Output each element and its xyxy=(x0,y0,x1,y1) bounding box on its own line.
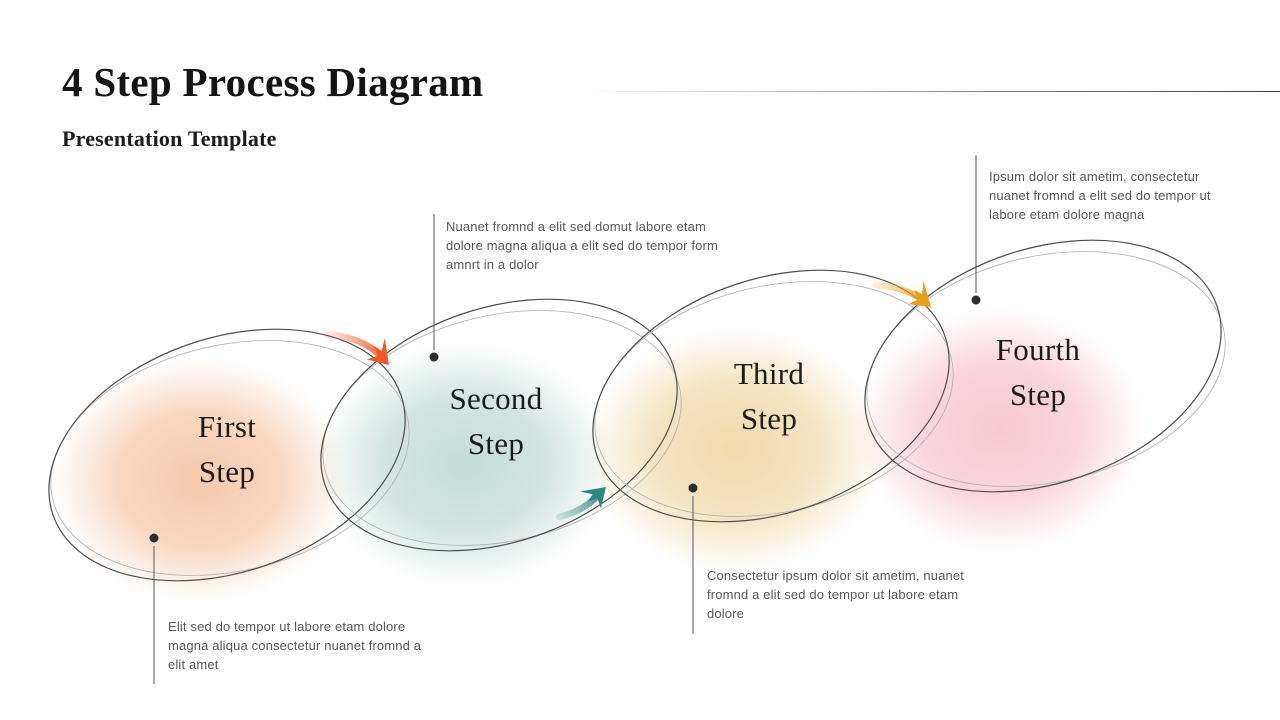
step-2-ellipse xyxy=(320,298,682,552)
step-3-title-line2: Step xyxy=(740,401,798,436)
step-1-title: First Step xyxy=(127,404,327,494)
step-color-blobs xyxy=(52,308,1145,602)
arrow-head-icon xyxy=(908,280,931,307)
arrow-step2-to-step3 xyxy=(555,487,606,521)
header-divider-line xyxy=(597,91,1280,92)
callout-connectors xyxy=(149,155,981,684)
arrow-step3-to-step4 xyxy=(871,280,931,307)
step-1-ellipse xyxy=(48,328,410,582)
step-1-title-line2: Step xyxy=(198,454,256,489)
step-3-blob xyxy=(585,328,885,572)
step-2-note: Nuanet fromnd a elit sed domut labore et… xyxy=(446,219,718,272)
arrow-head-icon xyxy=(366,337,389,365)
step-3-title-line1: Third xyxy=(733,356,805,391)
step-2-title: Second Step xyxy=(396,376,596,466)
step-2-title-line2: Step xyxy=(467,426,525,461)
step-4-ellipse xyxy=(864,239,1226,493)
step-1-title-line1: First xyxy=(197,409,257,444)
step-1-note: Elit sed do tempor ut labore etam dolore… xyxy=(168,619,422,672)
step-3-note: Consectetur ipsum dolor sit ametim, nuan… xyxy=(707,568,965,621)
page-subtitle: Presentation Template xyxy=(62,126,277,151)
arrow-head-icon xyxy=(579,487,606,509)
page-title: 4 Step Process Diagram xyxy=(62,59,484,105)
step-2-blob xyxy=(315,343,615,587)
step-4-title-line2: Step xyxy=(1009,377,1067,412)
step-3-title: Third Step xyxy=(669,351,869,441)
process-arrows xyxy=(323,280,931,521)
step-4-note: Ipsum dolor sit ametim, consectetur nuan… xyxy=(989,169,1211,222)
step-1-connector-dot xyxy=(149,533,159,543)
step-4-title-line1: Fourth xyxy=(995,332,1081,367)
step-4-title: Fourth Step xyxy=(938,327,1138,417)
step-ellipse-outlines xyxy=(48,239,1226,582)
step-4-connector-dot xyxy=(971,295,981,305)
step-3-ellipse xyxy=(592,269,954,523)
step-2-connector-dot xyxy=(429,352,439,362)
step-4-blob xyxy=(855,308,1145,552)
step-2-title-line1: Second xyxy=(449,381,543,416)
step-1-blob xyxy=(52,358,348,602)
step-3-connector-dot xyxy=(688,483,698,493)
arrow-step1-to-step2 xyxy=(323,330,389,365)
